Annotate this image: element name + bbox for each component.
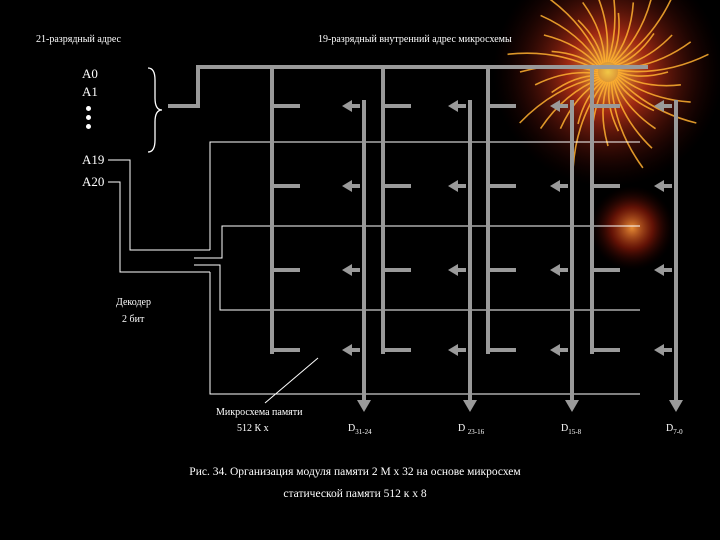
chip-data-arrow-3-3	[654, 344, 664, 356]
chip-data-arrow-0-1	[448, 100, 458, 112]
caption-line-1: Рис. 34. Организация модуля памяти 2 М х…	[189, 466, 521, 478]
data-output-7-0: D7-0	[666, 423, 683, 436]
chip-select-3	[209, 272, 640, 395]
address-brace	[147, 67, 163, 153]
firework-ray	[616, 76, 697, 124]
chip-data-arrow-1-3	[654, 180, 664, 192]
chip-data-arrow-1-2	[550, 180, 560, 192]
a20-wire	[108, 181, 194, 273]
chip-data-arrow-2-2	[550, 264, 560, 276]
chip-data-arrow-0-0	[342, 100, 352, 112]
firework-ray	[609, 12, 620, 63]
firework-ray	[607, 0, 616, 63]
data-output-31-24: D31-24	[348, 423, 372, 436]
chip-select-0	[209, 141, 640, 250]
data-bus-arrow-0	[357, 400, 371, 412]
chip-data-arrow-2-0	[342, 264, 352, 276]
address-line-a1: A1	[82, 84, 98, 99]
chip-data-arrow-3-2	[550, 344, 560, 356]
chip-data-arrow-1-0	[342, 180, 352, 192]
data-bus-arrow-1	[463, 400, 477, 412]
chip-data-arrow-0-3	[654, 100, 664, 112]
chip-data-arrow-2-1	[448, 264, 458, 276]
firework-ray	[572, 80, 606, 168]
data-output-15-8: D15-8	[561, 423, 582, 436]
chip-select-1	[210, 225, 640, 259]
firework-ray	[613, 0, 672, 66]
chip-data-arrow-0-2	[550, 100, 560, 112]
bus-group	[270, 67, 683, 412]
firework-ray	[549, 0, 603, 65]
firework-ray	[582, 1, 606, 63]
firework-ray	[610, 2, 635, 64]
a19-wire	[108, 159, 194, 251]
firework-ray	[602, 81, 609, 147]
firework-ray	[559, 78, 602, 130]
data-bus-arrow-2	[565, 400, 579, 412]
firework-ray	[577, 80, 604, 125]
caption-line-2: статической памяти 512 к х 8	[283, 488, 427, 500]
firework-ray	[612, 0, 652, 64]
data-bus-arrow-3	[669, 400, 683, 412]
internal-address-label: 19-разрядный внутренний адрес микросхемы	[318, 34, 512, 45]
firework-burst-small	[590, 186, 674, 270]
firework-ray	[543, 34, 600, 68]
firework-ray	[613, 79, 657, 130]
firework-ray	[615, 32, 655, 67]
data-output-23-16: D 23-16	[458, 423, 485, 436]
firework-ray	[540, 14, 602, 66]
address-line-a20: A20	[82, 174, 105, 189]
firework-ray	[577, 19, 604, 64]
firework-ray	[612, 80, 653, 149]
firework-ray	[598, 0, 609, 63]
chip-data-arrow-3-1	[448, 344, 458, 356]
firework-ray	[616, 74, 691, 103]
firework-ray	[614, 78, 655, 112]
firework-ray	[617, 73, 681, 87]
chip-data-arrow-3-0	[342, 344, 352, 356]
firework-ray	[551, 74, 599, 94]
chip-size-label: 512 К х	[237, 423, 269, 434]
decoder-bits-label: 2 бит	[122, 314, 145, 325]
address-width-label: 21-разрядный адрес	[36, 34, 121, 45]
firework-burst-main	[493, 0, 720, 187]
figure-caption: Рис. 34. Организация модуля памяти 2 М х…	[150, 461, 560, 505]
chip-select-2	[210, 264, 640, 311]
address-bus	[168, 65, 648, 108]
firework-ray	[617, 71, 669, 77]
chip-data-arrow-1-1	[448, 180, 458, 192]
chip-data-arrow-2-3	[654, 264, 664, 276]
chip-label-pointer	[264, 357, 319, 404]
decoder-label: Декодер	[116, 297, 151, 308]
firework-ray	[617, 53, 709, 73]
chip-label: Микросхема памяти	[216, 407, 303, 418]
address-line-a19: A19	[82, 152, 105, 167]
address-line-a0: A0	[82, 66, 98, 81]
ellipsis-dots	[86, 106, 92, 129]
firework-ray	[610, 81, 644, 169]
